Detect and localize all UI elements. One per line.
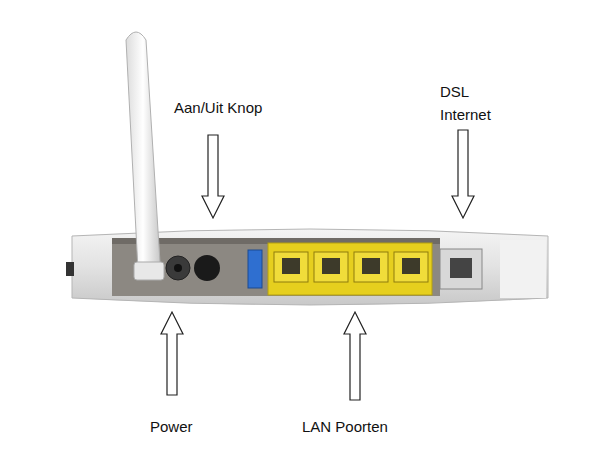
part-label: Power xyxy=(150,415,230,438)
lan-port-hole xyxy=(402,258,420,274)
lan-port xyxy=(314,252,348,282)
power-button xyxy=(194,255,220,281)
part-label: Aan/Uit Knop xyxy=(174,96,304,119)
power-jack xyxy=(166,256,190,280)
lan-port-hole xyxy=(322,258,340,274)
antenna-base xyxy=(134,262,164,280)
router-end xyxy=(500,240,546,298)
callout-arrow xyxy=(161,312,183,395)
part-label: LAN Poorten xyxy=(302,415,432,438)
side-switch xyxy=(66,262,74,276)
lan-port xyxy=(354,252,388,282)
lan-block xyxy=(268,243,432,295)
dsl-port xyxy=(440,249,482,289)
lan-port xyxy=(274,252,308,282)
callout-arrow xyxy=(344,312,366,400)
callout-arrow xyxy=(452,130,474,218)
power-pin xyxy=(174,264,182,272)
callout-arrow xyxy=(202,135,224,218)
usb-port xyxy=(248,250,262,288)
lan-port-hole xyxy=(362,258,380,274)
lan-port xyxy=(394,252,428,282)
dsl-port-hole xyxy=(450,258,472,278)
antenna xyxy=(126,32,160,270)
lan-port-hole xyxy=(282,258,300,274)
part-label: DSL Internet xyxy=(440,80,510,126)
back-panel xyxy=(112,238,440,296)
